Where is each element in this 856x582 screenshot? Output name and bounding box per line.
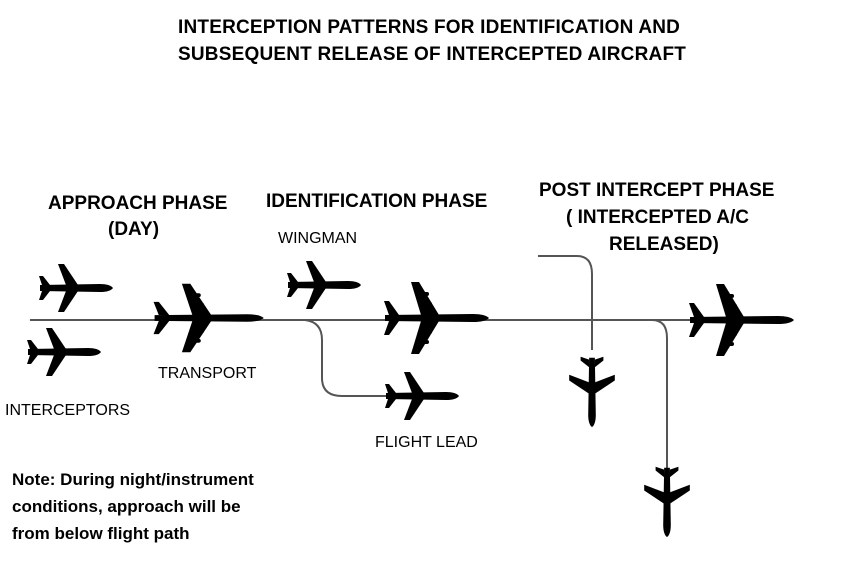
interceptors-label: INTERCEPTORS <box>5 402 131 419</box>
post-intercept-phase-subheading-1: ( INTERCEPTED A/C <box>566 207 749 228</box>
released-fighter-left-icon <box>569 356 615 428</box>
identification-phase-heading: IDENTIFICATION PHASE <box>266 191 488 212</box>
flight-lead-path <box>304 319 392 397</box>
release-path-left <box>538 255 593 350</box>
note-line-2: conditions, approach will be <box>12 497 241 516</box>
interceptor-bottom-icon <box>27 328 101 376</box>
diagram-title-line-2: SUBSEQUENT RELEASE OF INTERCEPTED AIRCRA… <box>178 44 687 65</box>
transport-aircraft-icon <box>153 283 264 353</box>
post-intercept-phase-subheading-2: RELEASED) <box>609 234 719 255</box>
note-line-1: Note: During night/instrument <box>12 470 254 489</box>
released-fighter-right-icon <box>644 466 690 538</box>
identified-transport-icon <box>384 282 489 354</box>
interceptor-top-icon <box>39 264 113 312</box>
released-transport-icon <box>689 284 794 356</box>
flight-lead-aircraft-icon <box>385 372 459 420</box>
wingman-aircraft-icon <box>287 261 361 309</box>
flight-lead-label: FLIGHT LEAD <box>375 434 478 451</box>
approach-phase-subheading: (DAY) <box>108 219 160 240</box>
note-line-3: from below flight path <box>12 524 190 543</box>
diagram-title-line-1: INTERCEPTION PATTERNS FOR IDENTIFICATION… <box>178 17 681 38</box>
post-intercept-phase-heading: POST INTERCEPT PHASE <box>539 180 775 201</box>
release-path-right <box>600 319 668 470</box>
transport-label: TRANSPORT <box>158 365 257 382</box>
approach-phase-heading: APPROACH PHASE <box>48 193 228 214</box>
wingman-label: WINGMAN <box>278 230 358 247</box>
